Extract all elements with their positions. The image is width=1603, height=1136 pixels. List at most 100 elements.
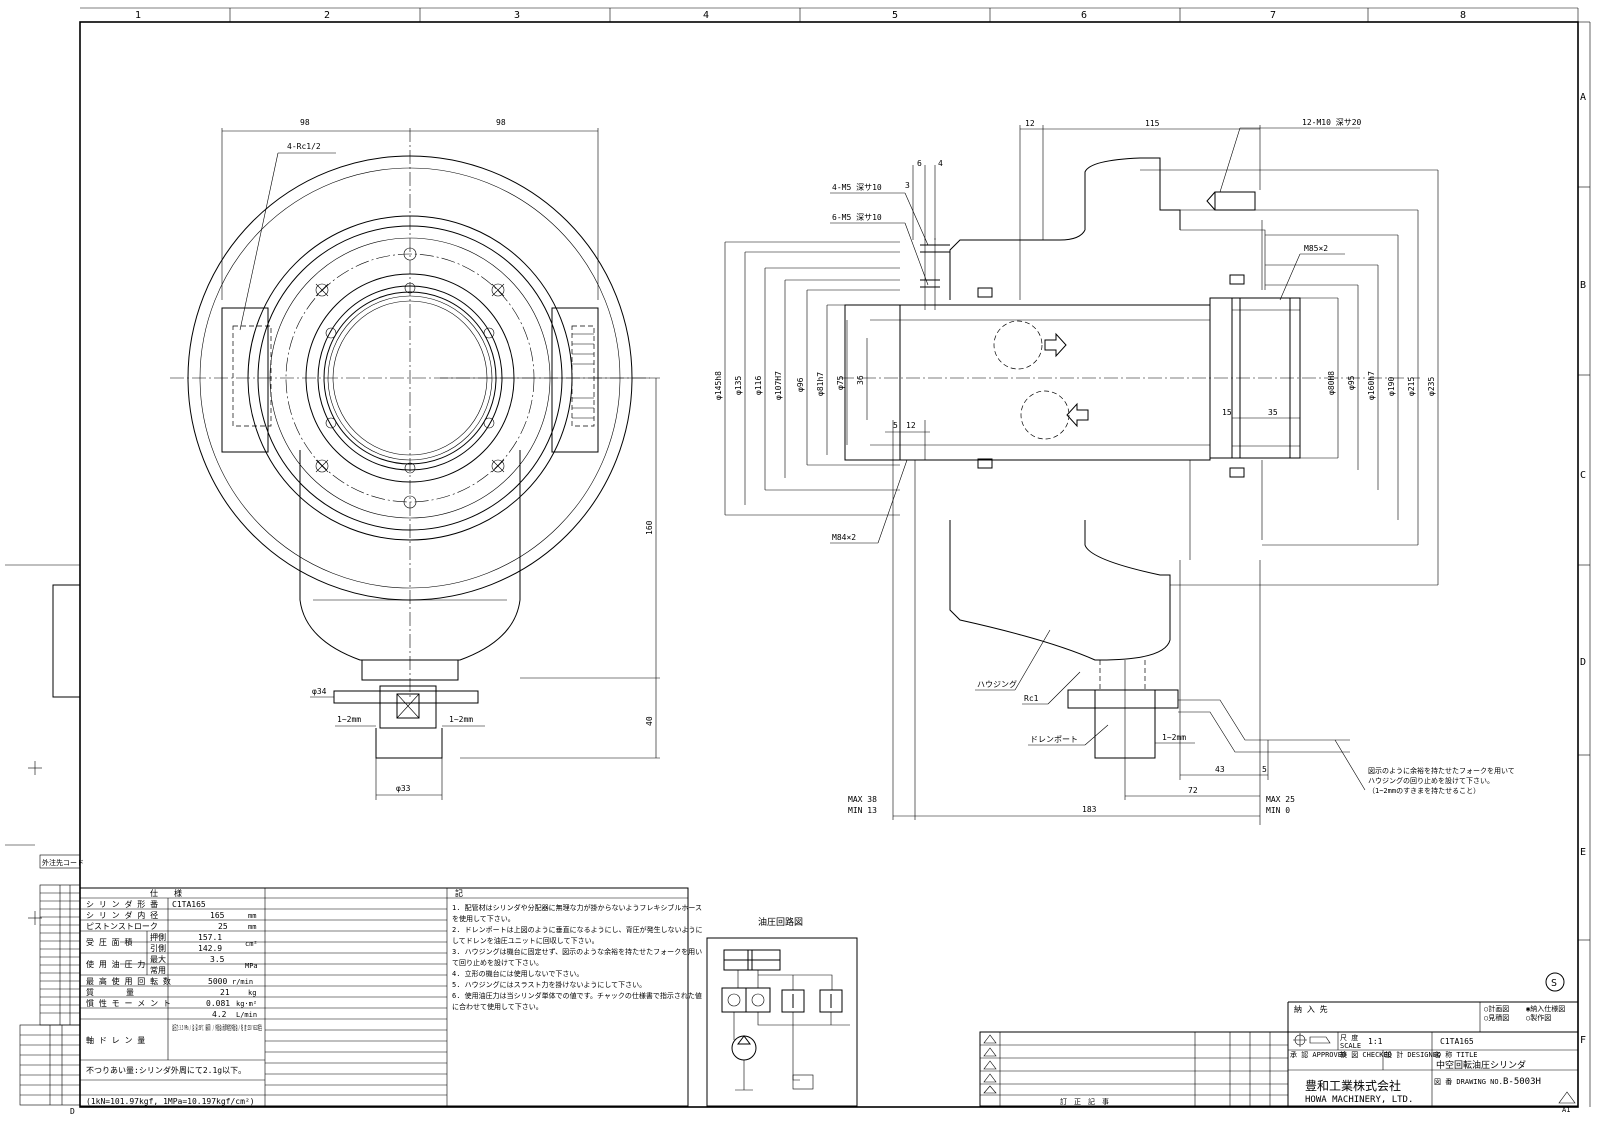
row-label: B [1580,280,1586,291]
min0: MIN 0 [1266,806,1290,815]
notes: 1. 配管材はシリンダや分配器に無理な力が掛からないようフレキシブルホース を使… [452,903,703,1011]
spec-row-label: シ リ ン ダ 内 径 [86,910,158,920]
opt-estimate: ○見積図 [1484,1013,1509,1022]
note-line: に合わせて使用して下さい。 [452,1002,543,1011]
hydraulic-circuit: 油圧回路図 [706,916,858,1107]
note-line: 6. 使用油圧力は当シリンダ単体での値です。チャックの仕様書で指示された値 [452,991,702,1000]
row-label: C [1580,470,1586,481]
column-label: 7 [1270,10,1276,21]
dim-5: 5 [893,421,898,430]
designed-label: 設 計 DESIGNED [1385,1050,1441,1059]
drain-label: ドレンポート [1030,735,1078,744]
spec-row-value: 0.081 [206,999,230,1008]
scale-label: 尺 度 [1340,1033,1358,1042]
dim-phi107: φ107H7 [774,371,783,400]
spec-row-value: 4.2 [212,1010,227,1019]
spec-header-right: 記 [455,888,463,898]
spec-row-value: 142.9 [198,944,222,953]
side-strip: 外注先コード [19,854,84,1106]
row-label: D [1580,657,1586,668]
opt-production: ○製作図 [1526,1013,1551,1022]
note-line: を使用して下さい。 [452,914,515,923]
dim-4: 4 [938,159,943,168]
rc1-label: Rc1 [1024,694,1039,703]
model-code: C1TA165 [1440,1037,1474,1046]
spec-row-label: 軸 ド レ ン 量 [86,1035,145,1045]
checked-label: 検 図 CHECKED [1340,1050,1392,1059]
dim-183: 183 [1082,805,1097,814]
dim-phi80: φ80H8 [1327,371,1336,395]
dim-6: 6 [917,159,922,168]
company-name-en: HOWA MACHINERY, LTD. [1305,1095,1413,1105]
m84-label: M84×2 [832,533,856,542]
opt-plan: ○計画図 [1484,1004,1509,1013]
dim-43: 43 [1215,765,1225,774]
spec-row-unit: cm² [245,940,258,948]
tap-label: 12-M10 深サ20 [1302,118,1362,127]
hydraulic-title: 油圧回路図 [758,916,803,928]
note-line: 3. ハウジングは機台に固定せず、図示のような余裕を持たせたフォークを用い [452,947,702,956]
spec-row-label: 使 用 油 圧 力 [86,959,145,969]
housing-label: ハウジング [977,679,1017,689]
spec-row-label: 慣 性 モ ー メ ン ト [86,998,171,1008]
column-label: 3 [514,10,520,21]
fork-note-3: （1~2mmのすきまを持たせること） [1368,786,1480,795]
spec-row-value: 3.5 [210,955,225,964]
dim-phi96: φ96 [796,377,805,392]
dim-phi235: φ235 [1427,377,1436,396]
dim-phi135: φ135 [734,376,743,395]
dim-72: 72 [1188,786,1198,795]
row-label: A [1580,92,1586,103]
dim-15: 15 [1222,408,1232,417]
note-line: してドレンを油圧ユニットに回収して下さい。 [452,936,599,945]
dim-12-lower: 12 [906,421,916,430]
note-line: 1. 配管材はシリンダや分配器に無理な力が掛からないようフレキシブルホース [452,903,702,912]
drawing-title: 中空回転油圧シリンダ [1436,1059,1526,1071]
dim-phi33: φ33 [396,784,411,793]
max38: MAX 38 [848,795,877,804]
spec-row-label: シ リ ン ダ 形 番 [86,899,158,909]
dim-115: 115 [1145,119,1160,128]
m5-label-a: 4-M5 深サ10 [832,183,882,192]
dim-36: 36 [856,375,865,385]
gap-side: 1~2mm [1162,733,1186,742]
delivery-label: 納 入 先 [1294,1004,1328,1014]
dim-40: 40 [645,716,654,726]
column-label: 1 [135,10,141,21]
dim-98-right: 98 [496,118,506,127]
fork-note-2: ハウジングの回り止めを設けて下さい。 [1368,776,1494,785]
dim-3: 3 [905,181,910,190]
dim-phi145: φ145h8 [714,371,723,400]
note-line: て回り止めを設けて下さい。 [452,958,543,967]
spec-row-sub: 押側 [150,932,166,942]
sheet-size: A1 [1562,1106,1570,1114]
spec-table: 仕 様 記 シ リ ン ダ 形 番 C1TA165 シ リ ン ダ 内 径 16… [79,887,689,1107]
drawing-number: B-5003H [1503,1077,1541,1087]
dim-phi190: φ190 [1387,377,1396,396]
spec-row-unit: kg [248,989,256,997]
spec-row-label: 質 量 [86,987,134,997]
dim-phi215: φ215 [1407,377,1416,396]
dim-phi34: φ34 [312,687,327,696]
spec-row-sub: 引側 [150,943,166,953]
row-label: F [1580,1035,1586,1046]
note-line: 4. 立形の機台には使用しないで下さい。 [452,969,583,978]
port-label: 4-Rc1/2 [287,142,321,151]
approved-label: 承 認 APPROVED [1290,1050,1346,1059]
dim-5b: 5 [1262,765,1267,774]
gap-right: 1~2mm [449,715,473,724]
spec-header-left: 仕 様 [150,888,182,898]
scale-sub: SCALE [1340,1042,1361,1050]
spec-row-value: 165 [210,911,225,920]
dim-phi75: φ75 [836,375,845,390]
column-label: 4 [703,10,709,21]
title-block: S 納 入 先 ○計画図 ◉納入仕様図 ○見積図 ○製作図 訂 正 記 事 尺 … [70,972,1579,1116]
spec-row-unit: kg·m² [236,1000,257,1008]
spec-row-value: 21 [220,988,230,997]
s-mark: S [1551,978,1557,989]
side-strip-title: 外注先コード [42,858,84,867]
dim-phi81: φ81h7 [816,372,825,396]
m5-label-b: 6-M5 深サ10 [832,213,882,222]
dim-160: 160 [645,520,654,535]
